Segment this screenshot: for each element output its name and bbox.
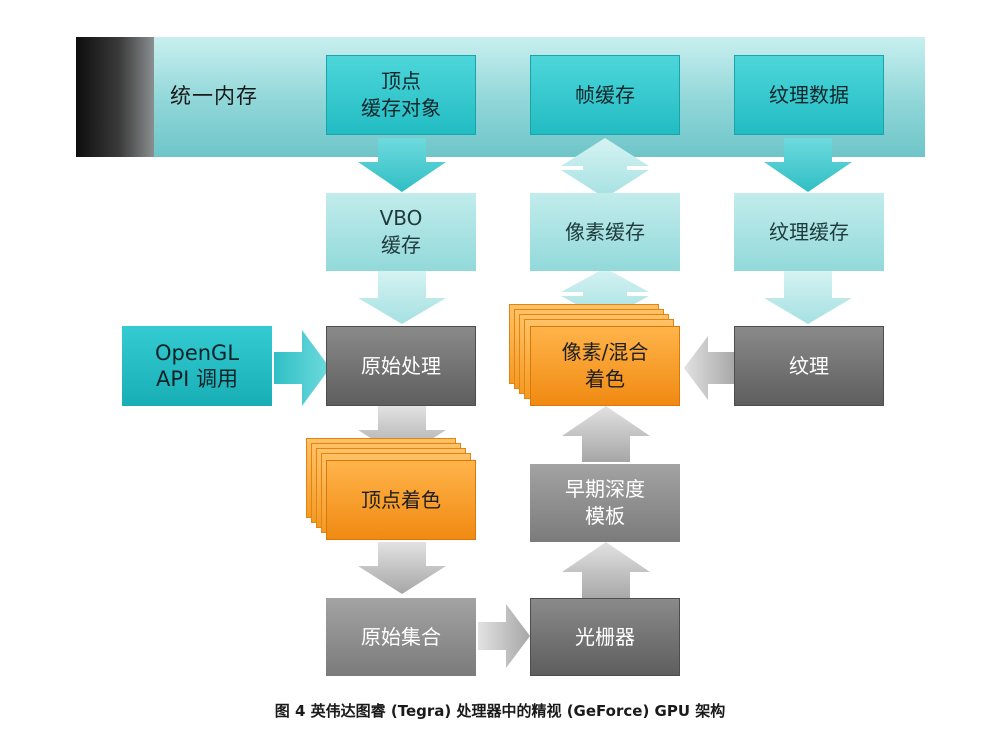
arrow-vbo-to-primitive — [358, 270, 446, 324]
vbo-cache-box: VBO 缓存 — [326, 193, 476, 271]
opengl-api-box: OpenGL API 调用 — [122, 326, 272, 406]
arrow-texture-down — [764, 138, 852, 192]
arrow-texturecache-down — [764, 270, 852, 324]
pixel-blend-shading-box: 像素/混合 着色 — [530, 326, 680, 406]
vertex-buffer-object-box: 顶点 缓存对象 — [326, 55, 476, 135]
memory-band-cap — [76, 37, 154, 157]
primitive-assembly-box: 原始集合 — [326, 598, 476, 676]
figure-caption: 图 4 英伟达图睿 (Tegra) 处理器中的精视 (GeForce) GPU … — [274, 702, 726, 720]
primitive-processing-box: 原始处理 — [326, 326, 476, 406]
texture-data-box: 纹理数据 — [734, 55, 884, 135]
arrow-api-to-primitive — [274, 330, 330, 406]
arrow-assembly-to-raster — [478, 604, 530, 668]
early-depth-stencil-box: 早期深度 模板 — [530, 464, 680, 542]
arrow-texture-to-pixel — [684, 336, 736, 400]
arrow-depth-to-pixel — [562, 406, 650, 462]
arrow-primitive-to-vertex — [358, 406, 446, 458]
pixel-cache-box: 像素缓存 — [530, 193, 680, 271]
arrow-framebuffer-double — [561, 138, 649, 198]
frame-buffer-box: 帧缓存 — [530, 55, 680, 135]
texture-box: 纹理 — [734, 326, 884, 406]
arrow-vbo-down — [358, 138, 446, 192]
unified-memory-label: 统一内存 — [170, 84, 258, 108]
vertex-shading-box: 顶点着色 — [326, 460, 476, 540]
rasterizer-box: 光栅器 — [530, 598, 680, 676]
arrow-raster-to-depth — [562, 542, 650, 600]
texture-cache-box: 纹理缓存 — [734, 193, 884, 271]
arrow-vertex-to-assembly — [358, 542, 446, 594]
